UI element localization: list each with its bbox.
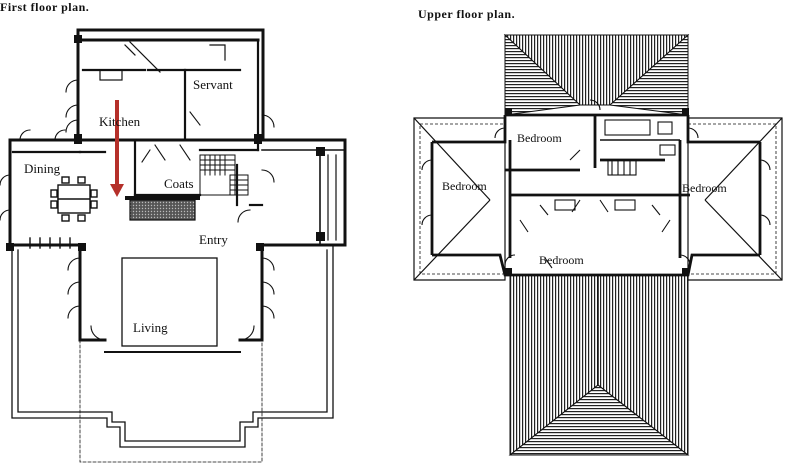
first-floor-interior-walls (11, 38, 346, 246)
room-label-bedroom-top: Bedroom (517, 131, 562, 145)
upper-floor-plan (413, 33, 783, 456)
piers (6, 35, 325, 251)
room-label-bedroom-bottom: Bedroom (539, 253, 584, 267)
living-rug (121, 257, 218, 347)
upper-floor-walls (430, 113, 762, 277)
upper-wing-roofs (413, 117, 783, 281)
first-floor-plan (0, 28, 347, 463)
room-label-coats: Coats (164, 176, 194, 191)
upper-floor-doors (421, 99, 771, 269)
upper-floor-title: Upper floor plan. (418, 7, 516, 21)
fireplace-jamb (125, 196, 200, 200)
first-floor-windows (29, 237, 71, 249)
room-label-servant: Servant (193, 77, 233, 92)
first-floor-doors (0, 79, 275, 341)
dining-table (50, 176, 98, 222)
room-label-living: Living (133, 320, 168, 335)
stair (199, 154, 249, 196)
upper-piers (505, 108, 689, 276)
room-label-kitchen: Kitchen (99, 114, 141, 129)
upper-bath-fixtures (554, 119, 676, 211)
annotation-arrow (110, 100, 124, 197)
first-floor-title: First floor plan. (0, 0, 90, 14)
upper-roof-hatched (503, 33, 690, 456)
room-label-bedroom-right: Bedroom (682, 181, 727, 195)
kitchen-fixtures (99, 41, 226, 81)
room-label-entry: Entry (199, 232, 228, 247)
fireplace-hearth (129, 199, 196, 221)
room-label-dining: Dining (24, 161, 61, 176)
room-label-bedroom-left: Bedroom (442, 179, 487, 193)
terrace-outline (11, 244, 334, 463)
